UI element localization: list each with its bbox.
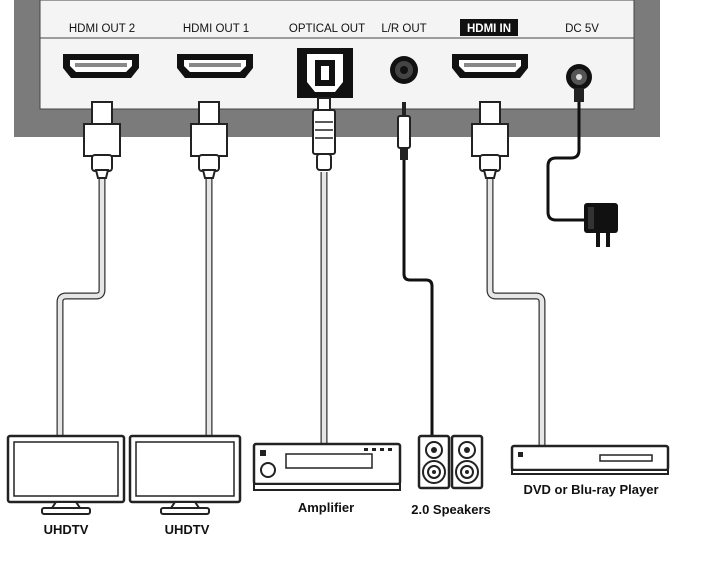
disc-player-icon [510,444,670,475]
hdmi-in-label-bg [460,19,518,36]
port-label-lr-out: L/R OUT [381,23,426,35]
audio-cable [397,102,434,440]
hdmi-cable-in [471,101,546,448]
hdmi-port-icon [177,54,253,78]
hdmi-cable-out-1 [190,101,228,440]
port-label-hdmi-out-2: HDMI OUT 2 [69,23,135,35]
monitor-icon [6,434,126,515]
amplifier-icon [252,442,402,491]
port-label-dc-5v: DC 5V [565,23,599,35]
port-label-hdmi-in: HDMI IN [467,23,511,35]
device-label-uhdtv-left: UHDTV [44,522,89,537]
dc-jack-icon [566,64,592,90]
device-label-uhdtv-right: UHDTV [165,522,210,537]
device-label-amplifier: Amplifier [298,500,354,515]
hdmi-cable-out-2 [56,101,121,440]
optical-port-icon [297,48,353,98]
power-adapter-icon [584,203,618,247]
audio-jack-icon [390,56,418,84]
optical-cable [312,97,336,446]
hdmi-port-icon [63,54,139,78]
hdmi-port-icon [452,54,528,78]
speaker-icon [450,434,484,490]
monitor-icon [128,434,242,515]
speaker-icon [417,434,451,490]
device-label-speakers: 2.0 Speakers [411,502,491,517]
power-cable [546,88,584,222]
port-label-hdmi-out-1: HDMI OUT 1 [183,23,249,35]
device-label-player: DVD or Blu-ray Player [523,482,658,497]
port-label-optical-out: OPTICAL OUT [289,23,365,35]
